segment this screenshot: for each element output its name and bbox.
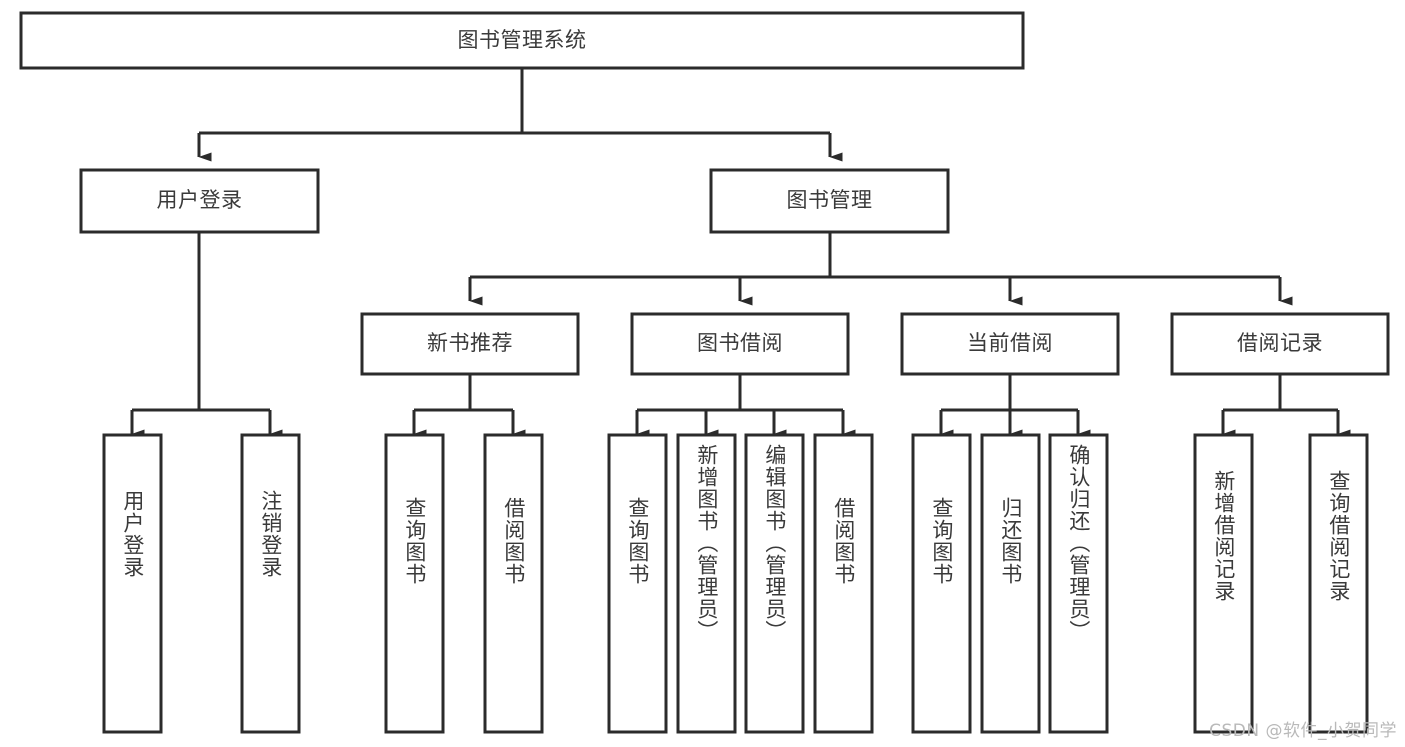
node-leaf-query-book-2-box [607, 433, 668, 734]
node-leaf-user-login[interactable] [104, 435, 161, 732]
node-current-borrow[interactable] [902, 314, 1118, 374]
node-root[interactable] [21, 13, 1023, 68]
node-leaf-logout-login-box [240, 433, 301, 734]
node-leaf-query-book-3-box [911, 433, 972, 734]
node-borrow-record[interactable] [1172, 314, 1388, 374]
node-leaf-logout-login[interactable] [242, 435, 299, 732]
node-leaf-add-record-box [1193, 433, 1254, 734]
node-leaf-user-login-box [102, 433, 163, 734]
node-leaf-borrow-book-1[interactable] [485, 435, 542, 732]
node-current-borrow-box [900, 312, 1120, 376]
node-leaf-add-book-box [676, 433, 737, 734]
node-leaf-query-book-2[interactable] [609, 435, 666, 732]
node-root-box [19, 11, 1025, 70]
csdn-watermark: CSDN @软件_小贺同学 [1209, 721, 1397, 741]
node-book-borrow-box [630, 312, 850, 376]
node-new-book-recommend-box [360, 312, 580, 376]
node-book-management[interactable] [711, 170, 948, 232]
node-book-management-box [709, 168, 950, 234]
node-leaf-edit-book[interactable] [746, 435, 803, 732]
node-leaf-query-book-1[interactable] [386, 435, 443, 732]
node-leaf-add-record[interactable] [1195, 435, 1252, 732]
node-leaf-return-book-box [980, 433, 1041, 734]
node-leaf-borrow-book-1-box [483, 433, 544, 734]
node-leaf-add-book[interactable] [678, 435, 735, 732]
node-book-borrow[interactable] [632, 314, 848, 374]
node-leaf-confirm-return[interactable] [1050, 435, 1107, 732]
node-leaf-query-record[interactable] [1310, 435, 1367, 732]
node-user-login[interactable] [81, 170, 318, 232]
node-leaf-borrow-book-2[interactable] [815, 435, 872, 732]
node-leaf-return-book[interactable] [982, 435, 1039, 732]
node-borrow-record-box [1170, 312, 1390, 376]
node-leaf-query-record-box [1308, 433, 1369, 734]
node-leaf-query-book-1-box [384, 433, 445, 734]
node-leaf-borrow-book-2-box [813, 433, 874, 734]
node-leaf-confirm-return-box [1048, 433, 1109, 734]
node-leaf-edit-book-box [744, 433, 805, 734]
node-leaf-query-book-3[interactable] [913, 435, 970, 732]
node-new-book-recommend[interactable] [362, 314, 578, 374]
